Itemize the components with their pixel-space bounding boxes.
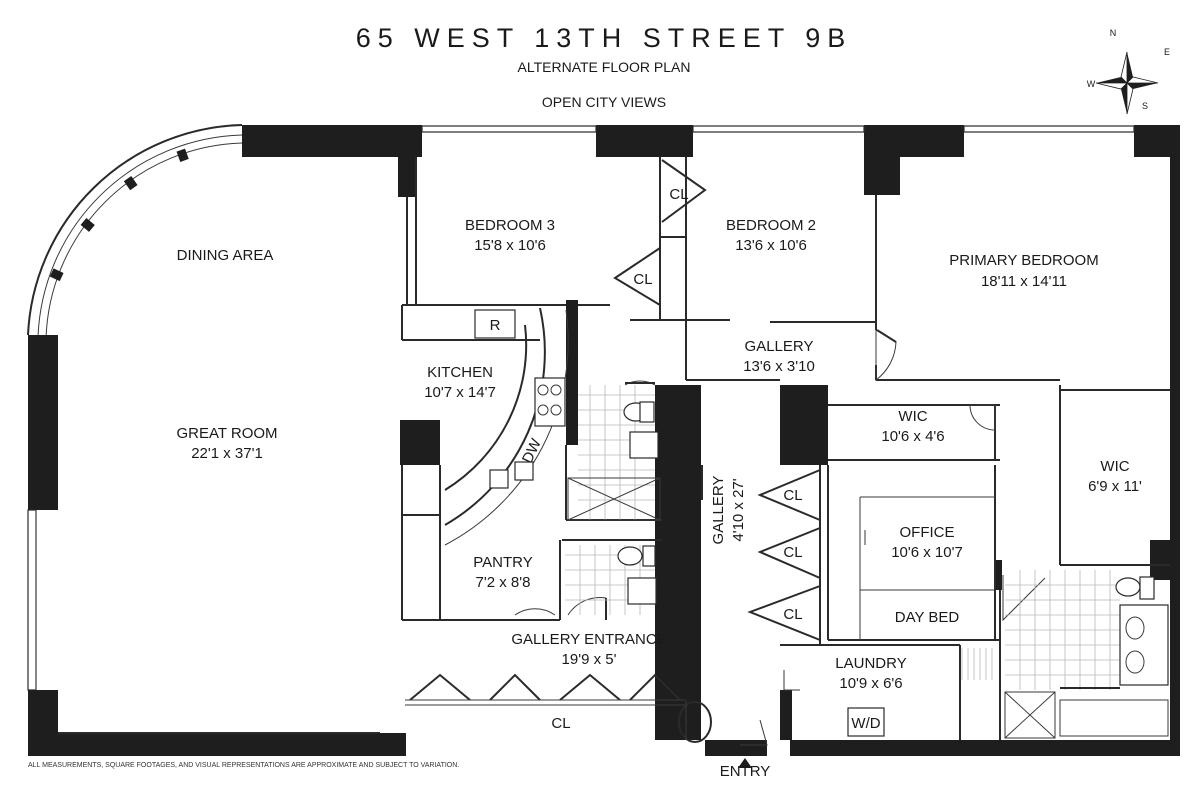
exterior-walls xyxy=(27,125,1180,756)
interior-walls xyxy=(398,155,1170,740)
kitchen-counter: R DW xyxy=(444,307,569,546)
compass-east: E xyxy=(1164,47,1170,57)
gallery-entrance-name: GALLERY ENTRANCE xyxy=(511,631,666,648)
disclaimer: ALL MEASUREMENTS, SQUARE FOOTAGES, AND V… xyxy=(28,762,459,769)
gallery-top-name: GALLERY xyxy=(745,338,814,355)
entry-arrow-icon xyxy=(738,758,752,768)
gallery-top-size: 13'6 x 3'10 xyxy=(743,358,815,375)
curved-window-wall xyxy=(27,124,243,340)
closet-doors xyxy=(405,159,821,706)
wic-top-name: WIC xyxy=(898,408,927,425)
plan-subtitle: ALTERNATE FLOOR PLAN xyxy=(518,59,691,75)
compass-icon: N E S W xyxy=(1087,28,1170,115)
gallery-side-name: GALLERY xyxy=(710,476,727,545)
great-room-name: GREAT ROOM xyxy=(176,425,277,442)
gallery-side-size: 4'10 x 27' xyxy=(730,478,747,541)
closet-label: CL xyxy=(783,487,802,504)
wic-right-name: WIC xyxy=(1100,458,1129,475)
closet-label: CL xyxy=(669,186,688,203)
compass-west: W xyxy=(1087,79,1096,89)
wic-top-size: 10'6 x 4'6 xyxy=(881,428,944,445)
bedroom2-name: BEDROOM 2 xyxy=(726,217,816,234)
gallery-entrance-size: 19'9 x 5' xyxy=(562,651,617,668)
wic-right-size: 6'9 x 11' xyxy=(1088,478,1142,495)
pantry-size: 7'2 x 8'8 xyxy=(476,574,531,591)
washer-dryer-label: W/D xyxy=(851,715,880,732)
bedroom2-size: 13'6 x 10'6 xyxy=(735,237,807,254)
compass-south: S xyxy=(1142,101,1148,111)
kitchen-size: 10'7 x 14'7 xyxy=(424,384,496,401)
great-room-size: 22'1 x 37'1 xyxy=(191,445,263,462)
closet-label: CL xyxy=(783,606,802,623)
closet-label: CL xyxy=(783,544,802,561)
office-size: 10'6 x 10'7 xyxy=(891,544,963,561)
compass-north: N xyxy=(1110,28,1117,38)
closet-label: CL xyxy=(551,715,570,732)
door-swings xyxy=(514,329,1061,746)
pantry-name: PANTRY xyxy=(473,554,532,571)
kitchen-name: KITCHEN xyxy=(427,364,493,381)
address-title: 65 WEST 13TH STREET 9B xyxy=(356,23,853,53)
laundry-name: LAUNDRY xyxy=(835,655,906,672)
dining-area-name: DINING AREA xyxy=(177,247,274,264)
entry-label: ENTRY xyxy=(720,763,771,780)
stairs-laundry xyxy=(961,648,993,680)
bathroom-center xyxy=(567,385,661,521)
office-name: OFFICE xyxy=(900,524,955,541)
entry-oval-fixture xyxy=(678,701,712,743)
washer-dryer xyxy=(847,707,885,737)
bedroom3-name: BEDROOM 3 xyxy=(465,217,555,234)
day-bed-label: DAY BED xyxy=(895,609,960,626)
laundry-size: 10'9 x 6'6 xyxy=(839,675,902,692)
refrigerator-label: R xyxy=(490,317,501,334)
primary-bedroom-name: PRIMARY BEDROOM xyxy=(949,252,1098,269)
views-label: OPEN CITY VIEWS xyxy=(542,94,666,110)
bathroom-pantry-side xyxy=(565,545,657,615)
bathroom-primary xyxy=(1004,570,1169,739)
bedroom3-size: 15'8 x 10'6 xyxy=(474,237,546,254)
primary-bedroom-size: 18'11 x 14'11 xyxy=(981,273,1067,290)
closet-label: CL xyxy=(633,271,652,288)
